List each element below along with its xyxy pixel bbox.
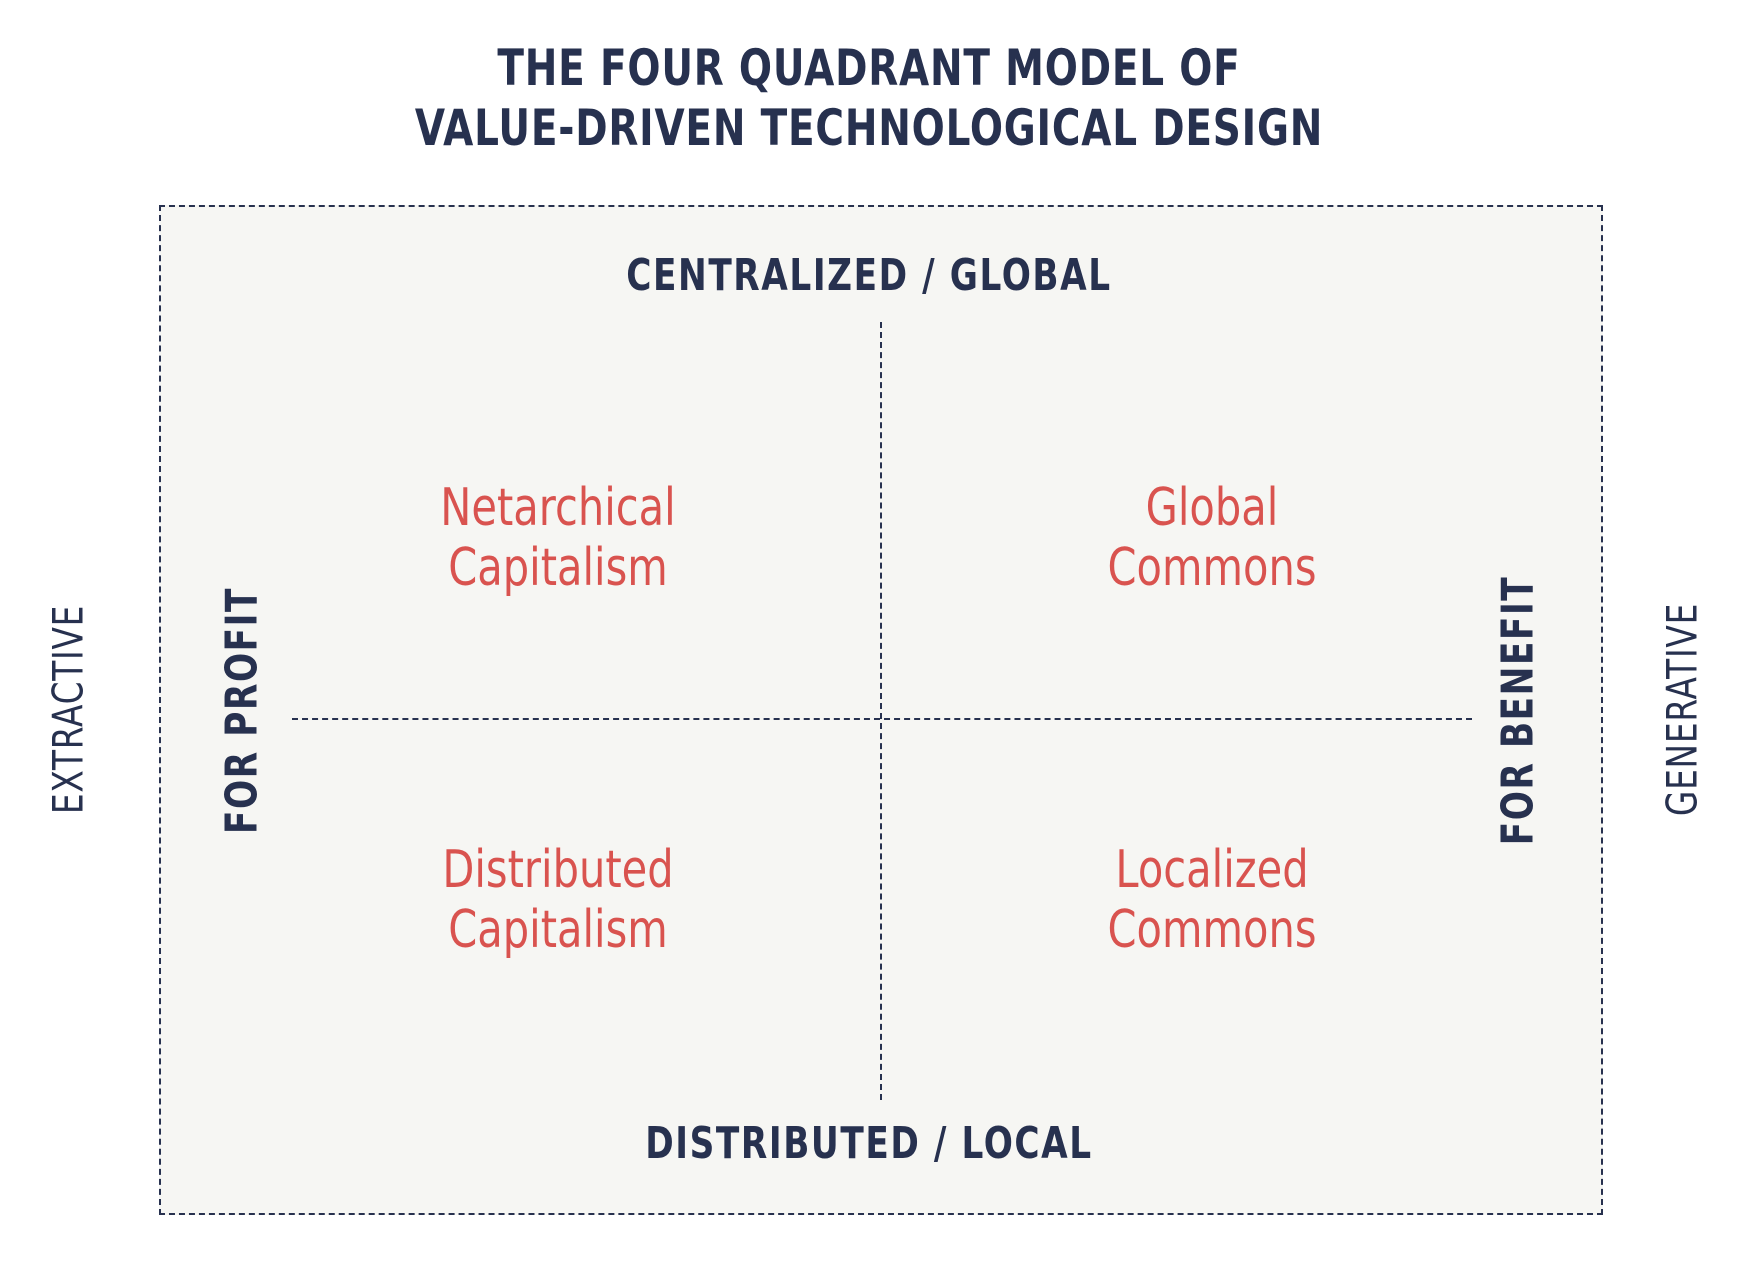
axis-label-top: CENTRALIZED / GLOBAL <box>626 250 1112 301</box>
axis-label-for-benefit: FOR BENEFIT <box>1492 575 1544 846</box>
quadrant-localized-commons: Localized Commons <box>972 840 1452 960</box>
quadrant-label-line-1: Global <box>1145 478 1279 538</box>
horizontal-axis-line <box>292 718 1472 720</box>
axis-label-bottom: DISTRIBUTED / LOCAL <box>645 1118 1093 1169</box>
axis-label-for-profit: FOR PROFIT <box>216 587 268 834</box>
quadrant-distributed-capitalism: Distributed Capitalism <box>318 840 798 960</box>
vertical-axis-line <box>880 322 882 1100</box>
diagram-title: THE FOUR QUADRANT MODEL OF VALUE-DRIVEN … <box>191 38 1547 158</box>
quadrant-label-line-2: Commons <box>1107 538 1317 598</box>
axis-label-generative: GENERATIVE <box>1657 602 1707 817</box>
axis-label-extractive: EXTRACTIVE <box>43 604 93 815</box>
quadrant-label-line-1: Netarchical <box>440 478 676 538</box>
quadrant-label-line-1: Distributed <box>442 840 674 900</box>
title-line-1: THE FOUR QUADRANT MODEL OF <box>497 39 1241 97</box>
quadrant-label-line-2: Capitalism <box>448 538 668 598</box>
quadrant-global-commons: Global Commons <box>972 478 1452 598</box>
quadrant-netarchical-capitalism: Netarchical Capitalism <box>318 478 798 598</box>
quadrant-label-line-1: Localized <box>1115 840 1309 900</box>
quadrant-label-line-2: Capitalism <box>448 900 668 960</box>
title-line-2: VALUE-DRIVEN TECHNOLOGICAL DESIGN <box>414 99 1324 157</box>
quadrant-label-line-2: Commons <box>1107 900 1317 960</box>
